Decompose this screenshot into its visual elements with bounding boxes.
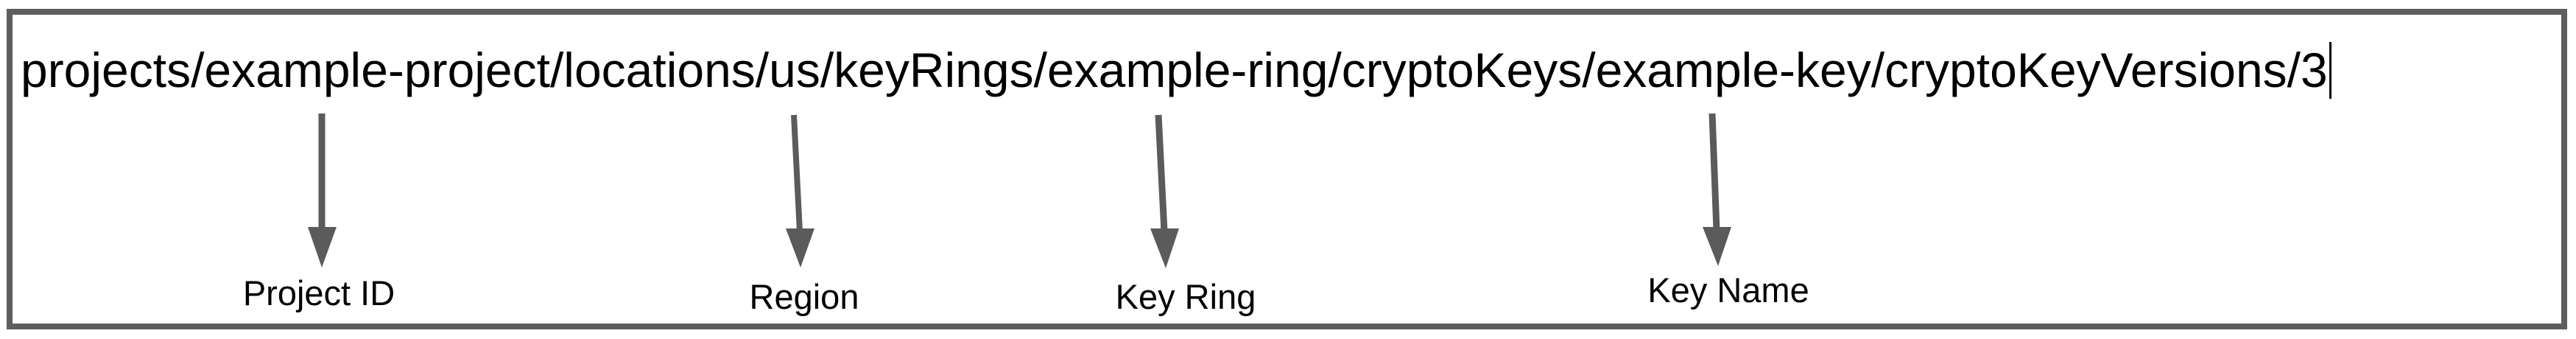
region-arrow-icon (786, 114, 814, 268)
key-name-arrow-icon (1703, 113, 1731, 266)
project-id-label: Project ID (242, 273, 395, 312)
region-label: Region (749, 277, 859, 316)
resource-path-text-field[interactable]: projects/example-project/locations/us/ke… (21, 42, 2332, 99)
project-id-arrow-icon (308, 113, 337, 268)
key-ring-arrow-icon (1150, 114, 1179, 268)
resource-path-text: projects/example-project/locations/us/ke… (21, 43, 2328, 97)
key-ring-label: Key Ring (1115, 277, 1256, 316)
text-cursor (2329, 42, 2332, 99)
resource-path-box (7, 9, 2567, 329)
key-name-label: Key Name (1647, 270, 1809, 310)
